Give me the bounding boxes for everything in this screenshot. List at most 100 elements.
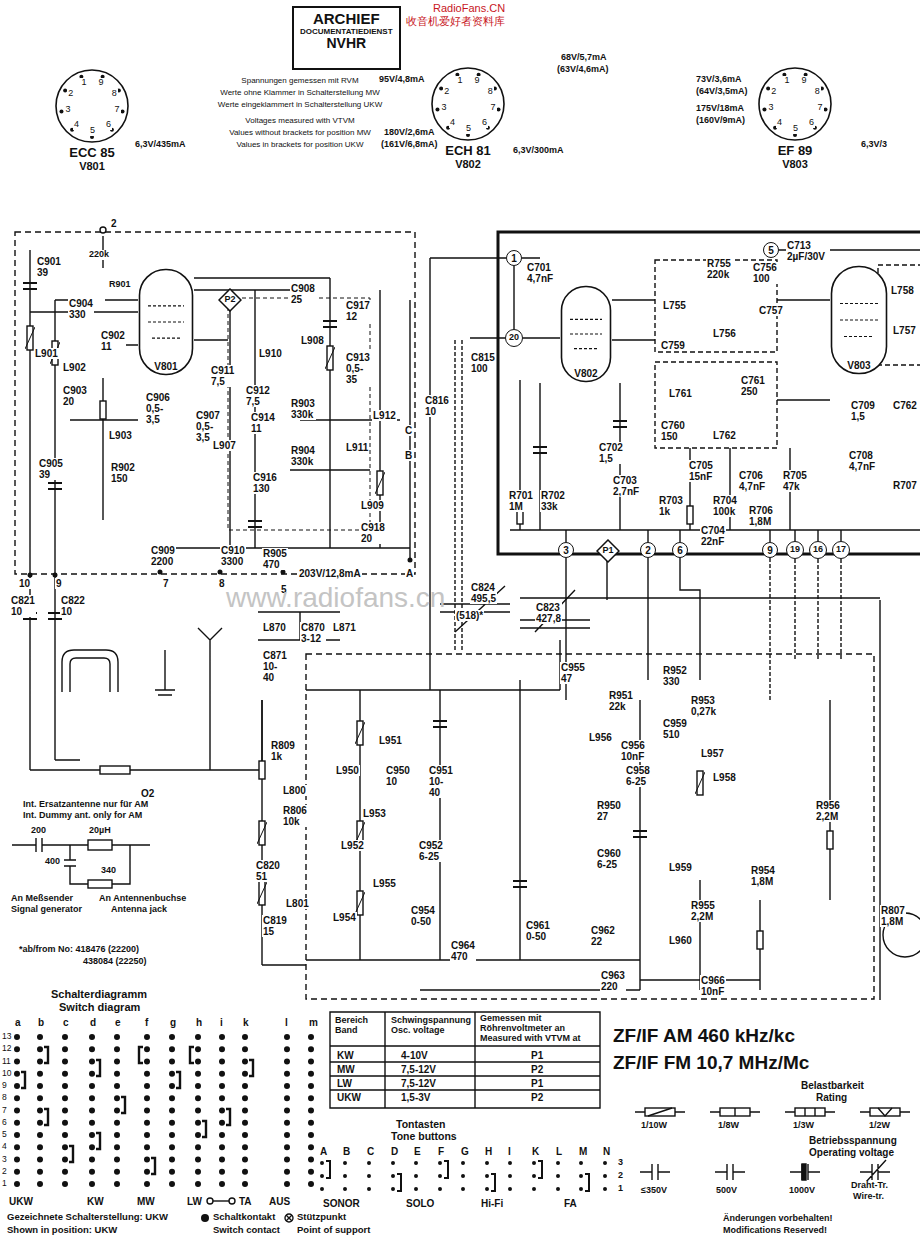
- schematic-label: 6: [1, 1118, 8, 1127]
- schematic-label: B: [342, 1146, 351, 1157]
- schematic-label: C757: [758, 305, 784, 316]
- voltage-symbols: [640, 1160, 890, 1182]
- resistor-symbol: [88, 880, 112, 888]
- schematic-label: 3: [440, 103, 447, 113]
- capacitor-symbol: [613, 421, 627, 427]
- schematic-label: 20µH: [88, 826, 112, 836]
- schematic-label: L909: [360, 500, 385, 511]
- schematic-label: L903: [108, 430, 133, 441]
- diamond-shape: [219, 289, 241, 311]
- schematic-label: L956: [588, 732, 613, 743]
- schematic-label: C964 470: [450, 940, 476, 962]
- rating-leads: [635, 1111, 910, 1112]
- site-watermark: RadioFans.CN: [432, 2, 506, 14]
- schematic-label: R905 470: [262, 548, 288, 570]
- schematic-label: C824 495,5: [470, 582, 497, 604]
- schematic-label: C908 25: [290, 283, 316, 305]
- schematic-label: 2: [617, 1171, 624, 1181]
- rf-wires: [30, 236, 410, 640]
- schematic-label: Voltages measured with VTVM: [244, 117, 355, 126]
- schematic-label: UKW: [336, 1092, 362, 1103]
- schematic-label: 9: [1, 1081, 8, 1090]
- schematic-label: 3: [1, 1155, 8, 1164]
- schematic-label: SONOR: [322, 1198, 361, 1209]
- schematic-label: 10: [1, 1069, 12, 1078]
- schematic-label: C: [404, 425, 413, 436]
- schematic-label: C956 10nF: [620, 740, 646, 762]
- schematic-label: AUS: [268, 1196, 291, 1207]
- schematic-label: R706 1,8M: [748, 505, 774, 527]
- schematic-label: (63V/4,6mA): [556, 65, 610, 75]
- schematic-label: L: [555, 1146, 563, 1157]
- schematic-label: 7: [162, 578, 170, 589]
- schematic-label: 1: [783, 76, 790, 86]
- tube-symbol: V803: [830, 265, 888, 375]
- schematic-label: C903 20: [62, 385, 88, 407]
- schematic-label: C761 250: [740, 375, 766, 397]
- schematic-label: L957: [700, 748, 725, 759]
- schematic-label: C815 100: [470, 352, 496, 374]
- resistor-symbol: [870, 1108, 900, 1116]
- schematic-label: L761: [668, 388, 693, 399]
- tone-contacts: [326, 1161, 589, 1191]
- terminal: [100, 227, 106, 233]
- schematic-label: R954 1,8M: [750, 865, 776, 887]
- resistor-symbol: [757, 931, 763, 949]
- resistor-symbol: [687, 506, 693, 524]
- schematic-label: (518)*: [455, 610, 484, 621]
- schematic-label: 13: [1, 1032, 12, 1041]
- schematic-label: 1/3W: [792, 1121, 815, 1131]
- archive-stamp: ARCHIEFDOCUMENTATIEDIENSTNVHR: [292, 6, 401, 70]
- schematic-label: An Meßsender: [10, 894, 74, 904]
- schematic-label: R755 220k: [706, 258, 732, 280]
- schematic-label: 8: [487, 87, 494, 97]
- schematic-label: L958: [712, 772, 737, 783]
- capacitor-symbol: [633, 831, 647, 837]
- resistor-symbol: [795, 1108, 825, 1116]
- table-grid: [330, 1012, 600, 1108]
- test-point-diamond: P1: [596, 539, 620, 563]
- schematic-label: An Antennenbuchse: [98, 894, 187, 904]
- node-text: 9: [767, 545, 773, 556]
- terminal-circle: 3: [558, 542, 574, 558]
- schematic-label: C966 10nF: [700, 975, 726, 997]
- schematic-label: Werte ohne Klammer in Schalterstellung M…: [219, 89, 380, 98]
- schematic-label: Belastbarkeit: [800, 1080, 865, 1091]
- schematic-label: 8: [814, 87, 821, 97]
- node-text: ECH 81: [430, 144, 506, 158]
- schematic-label: R951 22k: [608, 690, 634, 712]
- schematic-label: P2: [530, 1092, 544, 1103]
- schematic-label: R807 1,8M: [880, 905, 906, 927]
- schematic-label: R901: [108, 280, 132, 290]
- schematic-label: f: [144, 1017, 149, 1028]
- schematic-label: 4: [776, 118, 783, 128]
- schematic-label: O2: [140, 788, 155, 799]
- schematic-label: C870 3-12: [300, 622, 326, 644]
- schematic-label: 7,5-12V: [400, 1064, 437, 1075]
- node-text: V802: [574, 368, 597, 379]
- tube-envelope: [830, 265, 888, 375]
- terminal-circle: 2: [640, 542, 656, 558]
- schematic-label: 7: [490, 103, 497, 113]
- schematic-label: C706 4,7nF: [738, 470, 766, 492]
- schematic-label: ZF/IF FM 10,7 MHz/Mc: [612, 1053, 810, 1074]
- schematic-label: Schalterdiagramm: [50, 988, 148, 1000]
- node-text: V803: [847, 360, 870, 371]
- schematic-label: R903 330k: [290, 398, 316, 420]
- schematic-label: L757: [892, 325, 917, 336]
- if-shield: [655, 362, 777, 448]
- schematic-label: 7: [817, 103, 824, 113]
- schematic-label: Schwingspannung Osc. voltage: [390, 1016, 472, 1036]
- node-text: P2: [224, 295, 235, 305]
- schematic-label: 6: [808, 118, 815, 128]
- schematic-label: a: [14, 1017, 22, 1028]
- schematic-label: L871: [332, 622, 357, 633]
- schematic-label: C901 39: [36, 256, 62, 278]
- schematic-label: C912 7,5: [245, 385, 271, 407]
- capacitor-symbol: [513, 881, 527, 887]
- schematic-label: 6: [481, 118, 488, 128]
- schematic-label: 6,3V/435mA: [134, 140, 187, 150]
- schematic-label: 6,3V/3: [860, 140, 888, 150]
- schematic-label: 10: [18, 578, 31, 589]
